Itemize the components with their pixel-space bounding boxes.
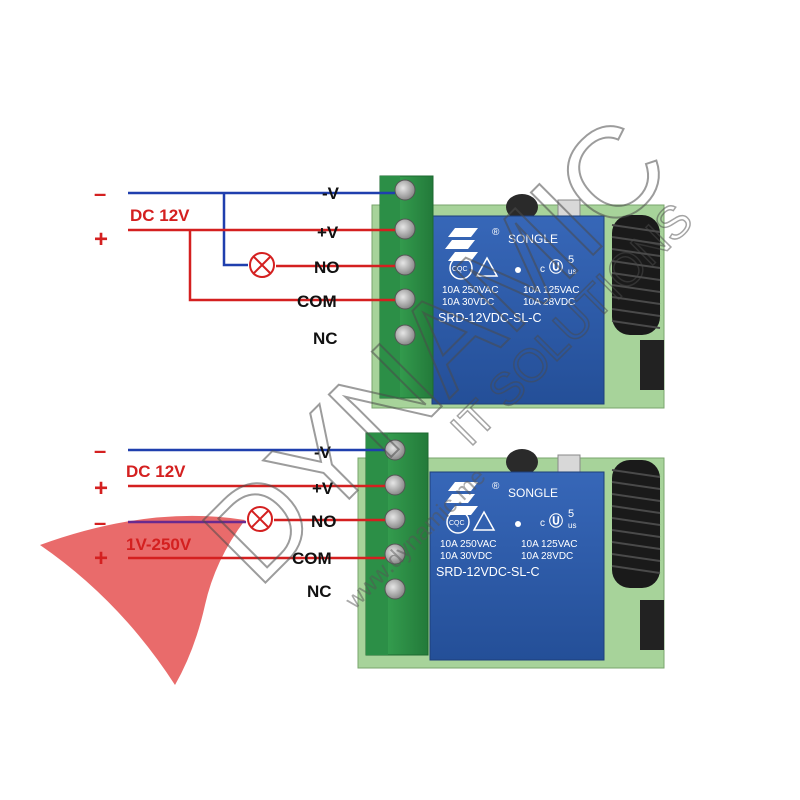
polarity-plus: + xyxy=(94,226,108,253)
songle-logo xyxy=(445,228,478,261)
warning-triangle-icon xyxy=(472,510,496,531)
ul-mark: Ⓤ xyxy=(549,259,563,275)
rating-left-1: 10A 250VAC xyxy=(442,285,499,296)
cert-c: c xyxy=(540,518,545,529)
pin-label-nc: NC xyxy=(307,582,332,601)
relay-body xyxy=(429,471,605,661)
relay-brand: SONGLE xyxy=(508,486,558,500)
relay-registered-mark: ® xyxy=(492,227,500,238)
ic-chip xyxy=(640,340,664,390)
pin-label-com: COM xyxy=(292,549,332,568)
pin-label-pos-v: +V xyxy=(317,223,339,242)
pin-label-no: NO xyxy=(311,512,337,531)
pin-label-no: NO xyxy=(314,258,340,277)
supply-label: DC 12V xyxy=(130,206,190,225)
songle-logo xyxy=(445,482,478,515)
lamp-icon xyxy=(249,252,275,278)
relay-dot xyxy=(515,267,521,273)
terminal-screws xyxy=(394,179,416,346)
polarity-minus: – xyxy=(94,438,106,463)
terminal-block-face xyxy=(366,433,388,655)
pin-label-nc: NC xyxy=(313,329,338,348)
polarity-plus: + xyxy=(94,475,108,502)
ul-mark: Ⓤ xyxy=(549,513,563,529)
terminal-screw xyxy=(384,543,406,565)
cqc-label: CQC xyxy=(452,266,468,273)
cqc-badge xyxy=(449,256,473,280)
rating-left-2: 10A 30VDC xyxy=(442,297,494,308)
pin-label-pos-v: +V xyxy=(312,479,334,498)
supply-label: DC 12V xyxy=(126,462,186,481)
relay-model: SRD-12VDC-SL-C xyxy=(436,565,540,579)
rating-right-2: 10A 28VDC xyxy=(521,551,573,562)
load-plus: + xyxy=(94,545,108,572)
terminal-screw xyxy=(394,218,416,240)
load-minus: – xyxy=(94,510,106,535)
antenna-coil xyxy=(611,215,661,335)
cqc-badge xyxy=(446,510,470,534)
rating-right-2: 10A 28VDC xyxy=(523,297,575,308)
ic-chip xyxy=(640,600,664,650)
terminal-screw xyxy=(384,508,406,530)
warning-triangle-icon xyxy=(475,256,499,277)
terminal-screw xyxy=(384,578,406,600)
cert-us: us xyxy=(568,521,576,530)
rating-left-2: 10A 30VDC xyxy=(440,551,492,562)
rating-right-1: 10A 125VAC xyxy=(521,539,578,550)
pin-count: 5 xyxy=(568,254,574,266)
polarity-minus: – xyxy=(94,181,106,206)
load-label: 1V-250V xyxy=(126,535,192,554)
relay-brand: SONGLE xyxy=(508,232,558,246)
wire-negative-to-lamp xyxy=(222,193,248,267)
cert-c: c xyxy=(540,264,545,275)
relay-registered-mark: ® xyxy=(492,481,500,492)
capacitor xyxy=(506,449,538,475)
relay-dot xyxy=(515,521,521,527)
cqc-label: CQC xyxy=(449,520,465,527)
lamp-icon xyxy=(247,506,273,532)
rating-right-1: 10A 125VAC xyxy=(523,285,580,296)
rating-left-1: 10A 250VAC xyxy=(440,539,497,550)
wire-positive-to-com xyxy=(188,230,395,302)
terminal-screw xyxy=(394,179,416,201)
pin-count: 5 xyxy=(568,508,574,520)
relay-model: SRD-12VDC-SL-C xyxy=(438,311,542,325)
terminal-screws xyxy=(384,439,406,600)
terminal-screw xyxy=(394,324,416,346)
diagram-2: SONGLE ® CQC c Ⓤ us 5 10A 250VAC 10A 30V… xyxy=(94,432,665,669)
pin-label-neg-v: -V xyxy=(322,184,340,203)
antenna-coil xyxy=(611,460,661,588)
capacitor xyxy=(506,194,538,220)
pin-label-neg-v: -V xyxy=(314,443,332,462)
pin-label-com: COM xyxy=(297,292,337,311)
diagram-1: SONGLE ® CQC c Ⓤ us 5 10A 250VAC 10A 30V… xyxy=(94,175,665,409)
cert-us: us xyxy=(568,267,576,276)
